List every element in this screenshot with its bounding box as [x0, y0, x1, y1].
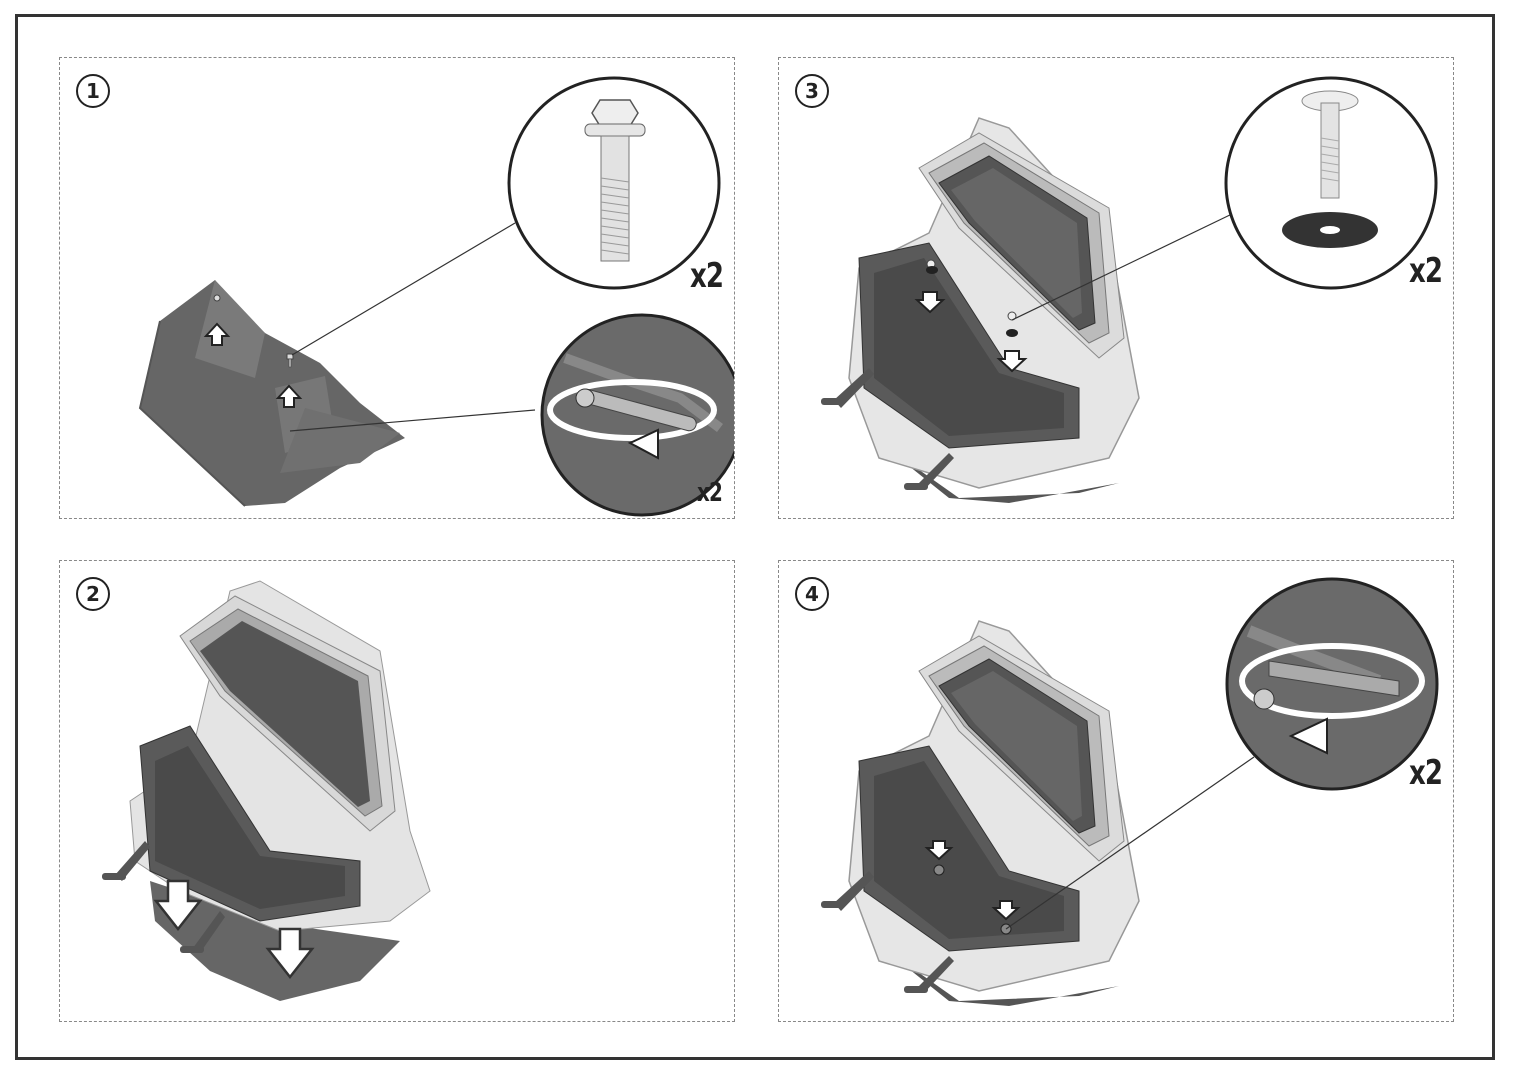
- wrench-detail-callout: [540, 313, 734, 517]
- air-box-assembly: [821, 117, 1140, 503]
- allen-key-quantity: x2: [1409, 753, 1443, 793]
- instruction-sheet: [15, 14, 1495, 1060]
- bolt-washer-detail-callout: [1224, 76, 1438, 290]
- step-1-number: 1: [76, 74, 110, 108]
- step-1-panel: 1: [59, 57, 735, 519]
- air-box-assembly: [102, 580, 431, 1001]
- step-3-illustration: [821, 76, 1438, 503]
- step-4-illustration: [821, 577, 1439, 1006]
- down-arrow-icon: [153, 879, 315, 980]
- down-arrow-icon: [914, 291, 1028, 373]
- latch-icon: [821, 871, 954, 993]
- hardware-quantity: x2: [1409, 251, 1443, 291]
- small-bolt-icon: [286, 353, 294, 368]
- wrench-quantity: x2: [697, 478, 723, 508]
- latch-icon: [102, 841, 225, 953]
- step-3-number: 3: [795, 74, 829, 108]
- step-2-number: 2: [76, 577, 110, 611]
- step-2-panel: 2: [59, 560, 735, 1022]
- step-4-number: 4: [795, 577, 829, 611]
- air-box-assembly: [821, 620, 1140, 1006]
- allen-key-detail-callout: [1225, 577, 1439, 791]
- bolt-detail-callout: [507, 76, 721, 290]
- step-3-panel: 3: [778, 57, 1454, 519]
- bolt-washer-icon: [926, 259, 1018, 337]
- step-2-illustration: [102, 580, 431, 1001]
- latch-icon: [821, 368, 954, 490]
- bolt-quantity: x2: [690, 256, 724, 296]
- skid-plate: [138, 280, 405, 507]
- step-4-panel: 4: [778, 560, 1454, 1022]
- step-1-illustration: [138, 76, 734, 517]
- up-arrow-icon: [203, 322, 303, 408]
- down-arrow-icon: [924, 840, 1021, 921]
